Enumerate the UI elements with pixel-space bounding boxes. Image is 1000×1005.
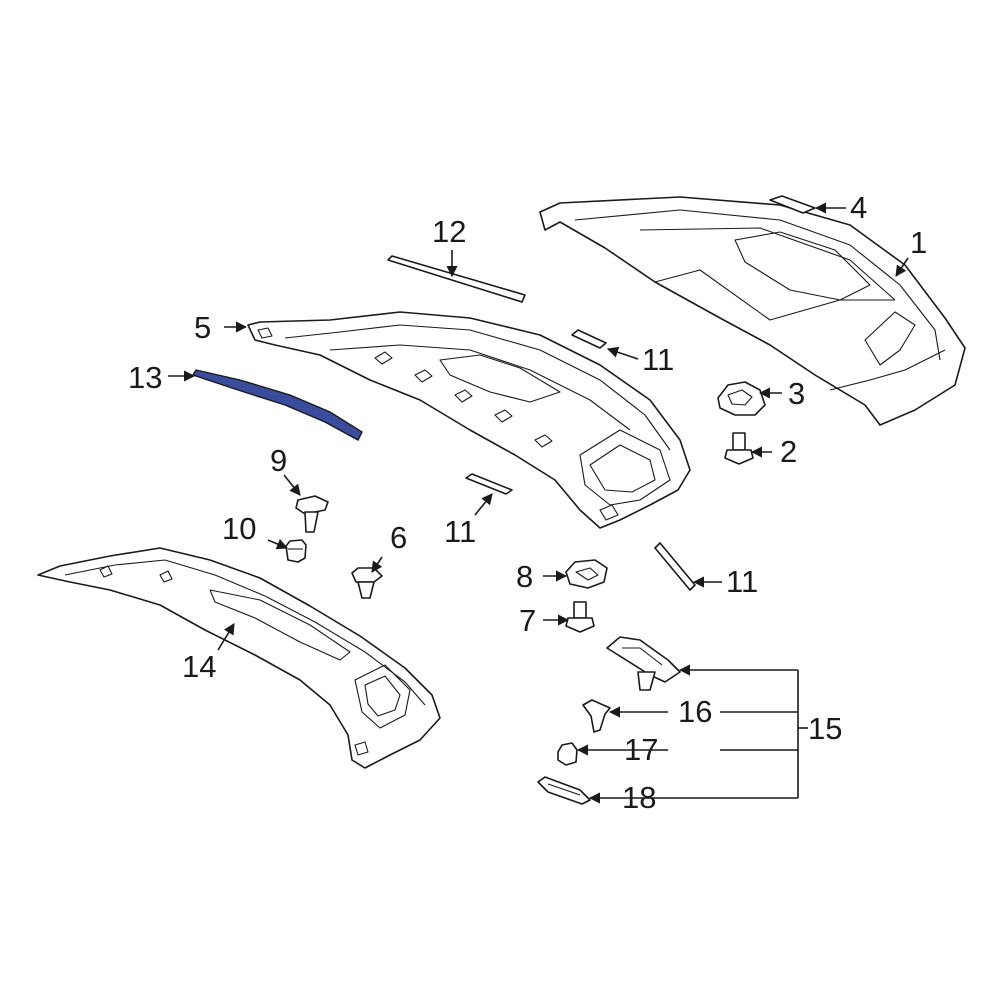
callout-7[interactable]: 7 (519, 603, 536, 638)
part-11-pad-upper[interactable] (571, 329, 607, 349)
callout-9[interactable]: 9 (270, 443, 287, 478)
callout-18[interactable]: 18 (622, 780, 656, 815)
callout-14[interactable]: 14 (182, 649, 216, 684)
callout-16[interactable]: 16 (678, 694, 712, 729)
callout-10[interactable]: 10 (222, 511, 256, 546)
callout-5[interactable]: 5 (194, 310, 211, 345)
callout-12[interactable]: 12 (432, 214, 466, 249)
callout-11-lower[interactable]: 11 (726, 564, 758, 599)
callout-11-upper[interactable]: 11 (642, 342, 674, 377)
part-14-trim-panel[interactable] (37, 547, 441, 769)
callout-13[interactable]: 13 (128, 360, 162, 395)
part-18-gasket[interactable] (537, 776, 591, 805)
callout-2[interactable]: 2 (780, 434, 797, 469)
part-16-small-bracket[interactable] (582, 699, 611, 733)
part-15-bracket[interactable] (606, 636, 681, 691)
callout-17[interactable]: 17 (624, 732, 658, 767)
part-9-screw[interactable] (295, 495, 329, 533)
part-13-weatherstrip-highlighted[interactable] (191, 369, 363, 441)
callout-15[interactable]: 15 (808, 711, 842, 746)
part-11-pad-middle[interactable] (465, 473, 513, 495)
part-11-pad-lower[interactable] (654, 542, 696, 591)
part-5-inner-panel[interactable] (247, 311, 691, 529)
part-1-trunk-lid[interactable] (539, 196, 966, 426)
leader-lines (168, 202, 909, 804)
callout-8[interactable]: 8 (516, 559, 533, 594)
part-12-seal-strip[interactable] (387, 255, 526, 303)
part-2-bolt[interactable] (724, 432, 754, 465)
callout-1[interactable]: 1 (910, 225, 927, 260)
callout-labels: 1 2 3 4 5 6 7 8 9 10 11 11 11 12 13 14 1… (128, 190, 927, 815)
callout-6[interactable]: 6 (390, 520, 407, 555)
callout-3[interactable]: 3 (788, 376, 805, 411)
callout-11-middle[interactable]: 11 (444, 514, 476, 549)
callout-4[interactable]: 4 (850, 190, 867, 225)
part-17-plug[interactable] (557, 742, 578, 766)
part-6-push-clip[interactable] (351, 567, 383, 599)
part-7-bolt[interactable] (565, 601, 595, 633)
part-3-clip-nut[interactable] (717, 381, 766, 416)
part-10-grommet[interactable] (285, 539, 307, 563)
part-8-clip-nut[interactable] (565, 559, 608, 589)
